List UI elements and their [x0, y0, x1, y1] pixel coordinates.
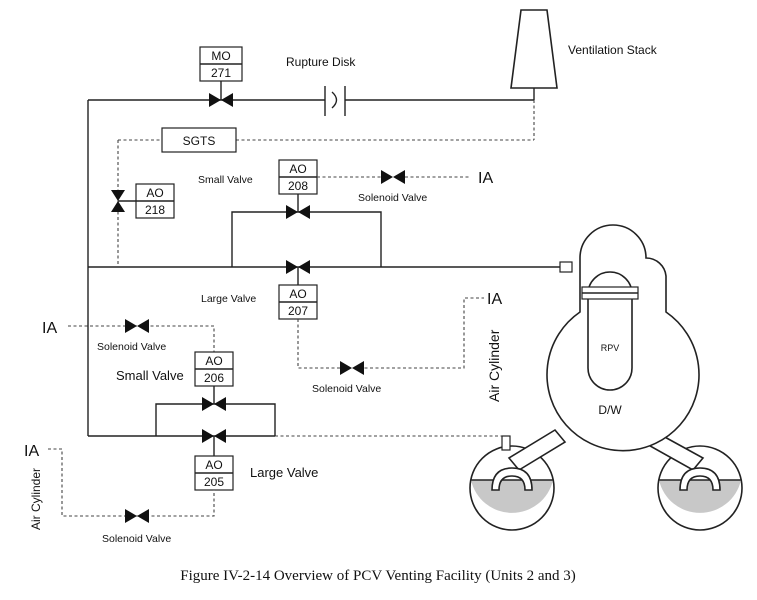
ao206-bypass-loop — [155, 403, 276, 436]
ao205-label-bottom: 205 — [204, 475, 224, 489]
ao208-valve-icon — [286, 205, 298, 219]
ao218-label-top: AO — [146, 186, 163, 200]
mo271-valve-icon — [209, 93, 221, 107]
ao207-label-bottom: 207 — [288, 304, 308, 318]
ao207-air-line — [297, 297, 484, 369]
sgts-label: SGTS — [183, 134, 216, 148]
dw-label: D/W — [598, 403, 622, 417]
mo271-label-bottom: 271 — [211, 66, 231, 80]
wetwell-penetration — [559, 261, 573, 273]
ventilation-stack — [510, 9, 558, 89]
small-valve-206-label: Small Valve — [116, 368, 184, 383]
ao207-valve-icon — [286, 260, 298, 274]
ao206-valve-icon — [202, 397, 214, 411]
ia-205-label: IA — [24, 443, 39, 460]
ao218-valve-icon — [111, 190, 125, 201]
solenoid-205-valve-icon — [125, 509, 137, 523]
drywell-penetration — [501, 435, 511, 451]
air-cylinder-207-label: Air Cylinder — [486, 329, 502, 402]
valve-mo271 — [199, 46, 243, 107]
valve-ao205 — [48, 429, 234, 523]
ao218-label-bottom: 218 — [145, 203, 165, 217]
reactor-pressure-vessel — [587, 271, 633, 391]
solenoid-208-valve-icon — [381, 170, 393, 184]
rupture-disk-label: Rupture Disk — [286, 55, 356, 69]
ia-207-label: IA — [487, 291, 502, 308]
ia-208-label: IA — [478, 170, 493, 187]
solenoid-206-label: Solenoid Valve — [97, 341, 166, 353]
ao208-label-top: AO — [289, 162, 306, 176]
rupture-disk — [324, 86, 346, 116]
solenoid-207-label: Solenoid Valve — [312, 383, 381, 395]
ao206-label-bottom: 206 — [204, 371, 224, 385]
valve-ao206 — [68, 319, 234, 411]
solenoid-208-label: Solenoid Valve — [358, 192, 427, 204]
rpv-label: RPV — [601, 343, 620, 353]
primary-containment-vessel — [469, 224, 743, 531]
small-valve-208-label: Small Valve — [198, 174, 253, 186]
sgts-box — [161, 127, 237, 153]
ventilation-stack-label: Ventilation Stack — [568, 43, 658, 57]
solenoid-206-valve-icon — [125, 319, 137, 333]
solenoid-207-valve-icon — [340, 361, 352, 375]
ao205-valve-icon — [202, 429, 214, 443]
ia-206-label: IA — [42, 320, 57, 337]
ao207-label-top: AO — [289, 287, 306, 301]
figure-caption: Figure IV-2-14 Overview of PCV Venting F… — [180, 568, 576, 584]
valve-ao207 — [278, 260, 484, 375]
ao208-bypass-loop — [231, 211, 382, 267]
large-valve-205-label: Large Valve — [250, 465, 318, 480]
ao206-air-line — [68, 325, 215, 352]
solenoid-205-label: Solenoid Valve — [102, 533, 171, 545]
ao205-label-top: AO — [205, 458, 222, 472]
ao206-label-top: AO — [205, 354, 222, 368]
valve-ao208 — [278, 159, 470, 219]
air-cylinder-205-label: Air Cylinder — [29, 468, 43, 530]
large-valve-207-label: Large Valve — [201, 293, 256, 305]
ao208-label-bottom: 208 — [288, 179, 308, 193]
valve-ao218 — [111, 183, 175, 219]
ao205-air-line — [48, 448, 215, 517]
mo271-label-top: MO — [211, 49, 230, 63]
